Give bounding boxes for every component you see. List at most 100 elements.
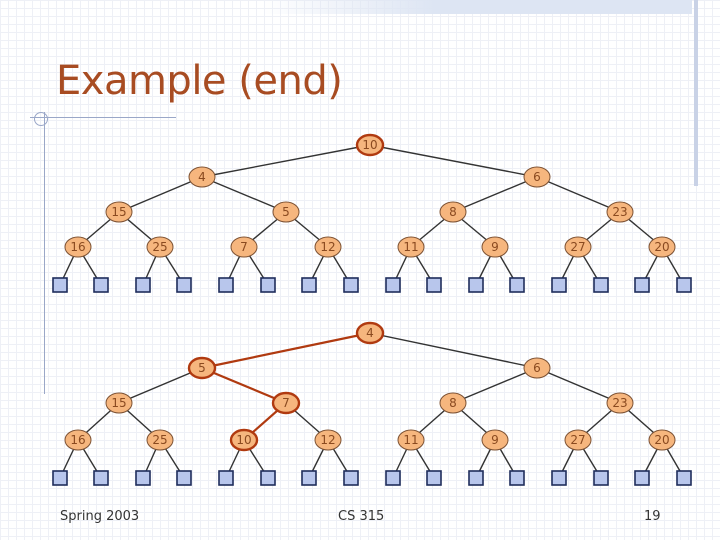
external-leaf: [676, 277, 692, 293]
external-leaf: [634, 277, 650, 293]
node-value: 9: [491, 240, 499, 254]
node-value: 23: [612, 396, 627, 410]
external-leaf: [93, 277, 109, 293]
node-shape: [523, 357, 551, 379]
node-shape: [439, 392, 467, 414]
node-shape: [481, 236, 509, 258]
external-leaf: [426, 277, 442, 293]
highlighted-edge: [201, 366, 287, 405]
node-value: 6: [533, 170, 541, 184]
heap-node: 10: [355, 133, 385, 157]
node-value: 27: [570, 240, 585, 254]
external-leaf: [301, 277, 317, 293]
external-leaf: [426, 470, 442, 486]
external-leaf: [135, 277, 151, 293]
external-leaf: [260, 277, 276, 293]
footer-course: CS 315: [338, 509, 385, 524]
node-value: 8: [449, 205, 457, 219]
highlighted-node-shape: [355, 133, 385, 157]
node-value: 10: [236, 433, 251, 447]
heap-node: 27: [564, 236, 592, 258]
node-shape: [146, 429, 174, 451]
node-shape: [439, 201, 467, 223]
heap-node: 11: [397, 236, 425, 258]
external-leaf: [218, 277, 234, 293]
node-value: 25: [152, 240, 167, 254]
highlighted-node-shape: [229, 428, 259, 452]
node-value: 4: [198, 170, 206, 184]
node-shape: [64, 236, 92, 258]
tree-edge: [201, 144, 371, 178]
node-value: 16: [70, 433, 85, 447]
heap-node: 12: [314, 429, 342, 451]
external-leaf: [176, 277, 192, 293]
heap-node: 10: [229, 428, 259, 452]
node-shape: [314, 429, 342, 451]
external-leaf: [551, 470, 567, 486]
external-leaf: [385, 277, 401, 293]
heap-node: 15: [105, 201, 133, 223]
external-leaf: [343, 470, 359, 486]
external-leaf: [52, 277, 68, 293]
highlighted-node-shape: [355, 321, 385, 345]
heap-node: 20: [648, 429, 676, 451]
node-shape: [314, 236, 342, 258]
highlighted-node-shape: [187, 356, 217, 380]
footer-date: Spring 2003: [60, 509, 140, 524]
heap-node: 9: [481, 429, 509, 451]
external-leaf: [176, 470, 192, 486]
heap-node: 16: [64, 236, 92, 258]
heap-node: 11: [397, 429, 425, 451]
heap-node: 7: [271, 391, 301, 415]
node-shape: [230, 236, 258, 258]
node-value: 5: [282, 205, 290, 219]
node-shape: [105, 201, 133, 223]
node-value: 9: [491, 433, 499, 447]
node-shape: [564, 236, 592, 258]
node-value: 12: [320, 433, 335, 447]
heap-node: 4: [188, 166, 216, 188]
tree-edge: [452, 176, 538, 213]
node-value: 8: [449, 396, 457, 410]
node-shape: [606, 392, 634, 414]
node-shape: [648, 429, 676, 451]
heap-node: 23: [606, 392, 634, 414]
heap-node: 20: [648, 236, 676, 258]
node-shape: [146, 236, 174, 258]
highlighted-node-shape: [271, 391, 301, 415]
tree-edges: [59, 331, 685, 479]
heap-node: 23: [606, 201, 634, 223]
node-value: 20: [654, 240, 669, 254]
node-shape: [523, 166, 551, 188]
external-leaf: [93, 470, 109, 486]
highlighted-edge: [201, 331, 371, 370]
node-value: 27: [570, 433, 585, 447]
heap-node: 7: [230, 236, 258, 258]
tree-edge: [369, 332, 538, 369]
heap-node: 5: [187, 356, 217, 380]
tree-edge: [452, 367, 538, 404]
external-leaf: [468, 277, 484, 293]
tree-edge: [118, 176, 203, 213]
tree-before: 10 4 6 15 5 8 23 16 25 7 12 11 9 27 20: [52, 133, 692, 293]
external-leaf: [551, 277, 567, 293]
node-shape: [188, 166, 216, 188]
heap-node: 8: [439, 392, 467, 414]
node-shape: [272, 201, 300, 223]
node-value: 4: [366, 326, 374, 340]
heap-node: 16: [64, 429, 92, 451]
external-leaf: [593, 277, 609, 293]
node-value: 15: [111, 205, 126, 219]
node-value: 11: [403, 433, 418, 447]
node-value: 12: [320, 240, 335, 254]
node-shape: [397, 236, 425, 258]
external-leaf: [218, 470, 234, 486]
external-leaf: [593, 470, 609, 486]
node-value: 6: [533, 361, 541, 375]
tree-edge: [118, 367, 203, 404]
top-decoration-bar: [262, 0, 692, 14]
external-leaf: [301, 470, 317, 486]
